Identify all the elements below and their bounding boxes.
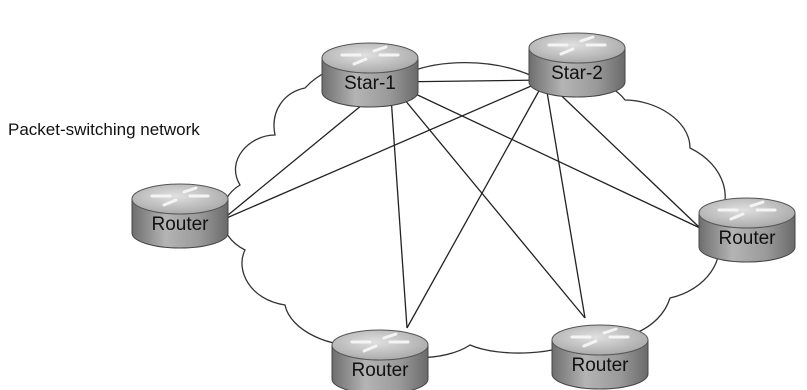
router-label: Router — [351, 360, 409, 381]
router-router-left: Router — [131, 183, 229, 249]
router-star2: Star-2 — [528, 32, 626, 98]
router-label: Router — [571, 355, 629, 376]
router-arrows-icon — [350, 332, 410, 353]
router-arrows-icon — [340, 45, 400, 66]
router-arrows-icon — [150, 186, 210, 207]
router-label: Star-2 — [551, 63, 603, 84]
router-router-right: Router — [698, 197, 796, 263]
router-arrows-icon — [717, 200, 777, 221]
router-arrows-icon — [570, 327, 630, 348]
link-star1-router_bottom_left — [389, 81, 408, 329]
router-label: Router — [718, 228, 776, 249]
link-star2-router_bottom_right — [544, 79, 586, 319]
network-label: Packet-switching network — [8, 120, 200, 139]
cloud-outline — [221, 61, 726, 359]
router-arrows-icon — [547, 35, 607, 56]
router-router-bottom-right: Router — [551, 324, 649, 390]
link-star1-router_bottom_right — [389, 81, 586, 319]
link-star2-router_right — [544, 79, 701, 229]
link-star1-router_right — [389, 81, 701, 229]
link-star2-router_left — [221, 79, 546, 221]
router-star1: Star-1 — [321, 42, 419, 108]
router-router-bottom-left: Router — [331, 329, 429, 390]
router-label: Router — [151, 214, 209, 235]
links-group — [221, 79, 701, 329]
router-label: Star-1 — [344, 73, 396, 94]
link-star2-router_bottom_left — [406, 79, 546, 329]
